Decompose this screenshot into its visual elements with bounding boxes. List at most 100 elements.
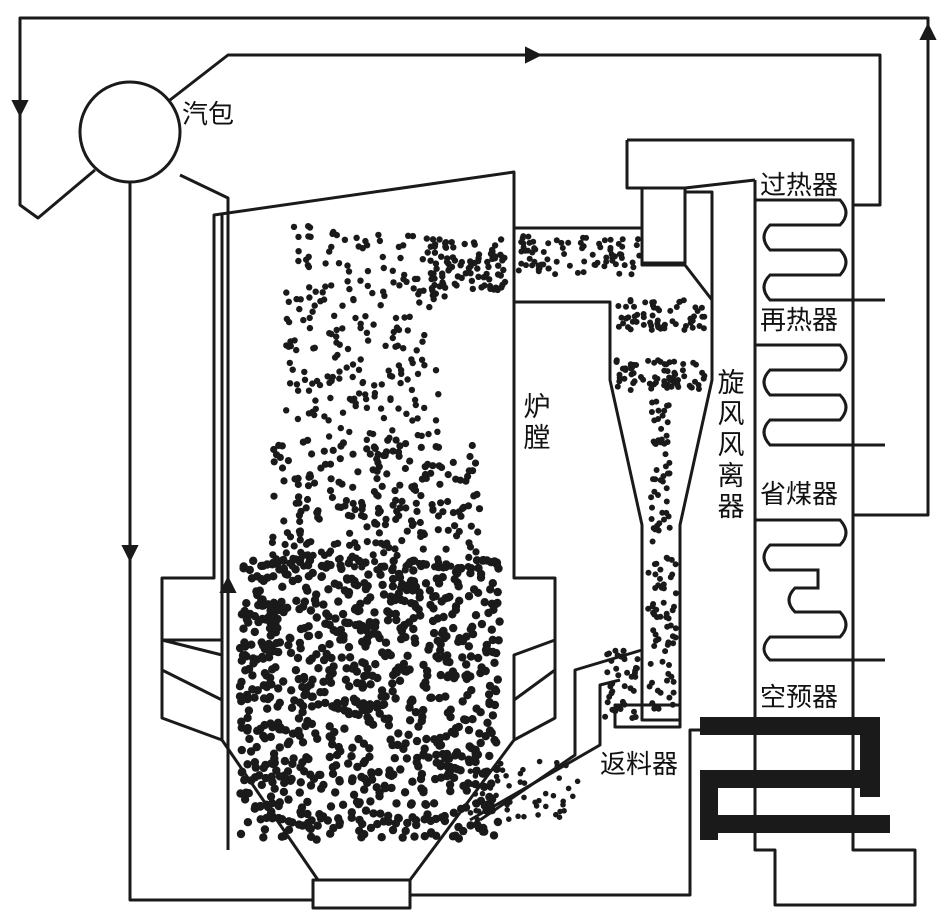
particle xyxy=(619,236,626,243)
particle xyxy=(421,800,431,809)
particle xyxy=(362,635,371,644)
particle xyxy=(485,681,495,691)
particle xyxy=(306,324,314,332)
particle xyxy=(296,517,304,526)
particle xyxy=(666,359,673,366)
particle xyxy=(395,326,403,334)
particle xyxy=(670,678,677,685)
particle xyxy=(277,597,286,607)
particle xyxy=(327,547,335,555)
particle xyxy=(366,430,373,437)
particle xyxy=(665,402,672,409)
particle xyxy=(649,679,655,686)
particle xyxy=(304,436,312,444)
superheater-label: 过热器 xyxy=(760,171,839,201)
particle xyxy=(348,743,357,752)
particle xyxy=(490,658,499,667)
particle xyxy=(432,260,440,267)
particle xyxy=(317,572,327,581)
particle xyxy=(664,439,671,445)
particle xyxy=(465,742,474,751)
particle xyxy=(299,674,309,684)
particle xyxy=(363,436,370,443)
particle xyxy=(244,706,254,715)
particle xyxy=(655,527,662,534)
particle xyxy=(336,554,344,563)
particle xyxy=(313,821,322,830)
particle xyxy=(457,752,466,761)
particle xyxy=(561,251,568,257)
particle xyxy=(341,236,349,243)
particle xyxy=(302,753,311,762)
particle xyxy=(503,773,509,779)
drum-to-superheater-pipe xyxy=(169,53,882,207)
particle xyxy=(348,774,357,783)
particle xyxy=(351,709,360,719)
particle xyxy=(493,792,499,799)
particle xyxy=(664,419,671,426)
particle xyxy=(603,254,610,261)
particle xyxy=(319,780,328,790)
particle xyxy=(400,345,407,352)
particle xyxy=(672,561,679,568)
particle xyxy=(279,564,289,573)
particle xyxy=(331,788,340,797)
particle xyxy=(373,475,381,483)
particle xyxy=(285,298,292,305)
particle xyxy=(342,618,352,628)
particle xyxy=(342,664,351,673)
particle xyxy=(467,262,474,270)
particle xyxy=(655,437,662,444)
particle xyxy=(645,569,652,576)
particle xyxy=(362,391,369,398)
particle xyxy=(283,529,291,537)
particle xyxy=(322,283,329,290)
particle xyxy=(652,585,659,591)
particle xyxy=(333,333,340,340)
particle xyxy=(418,432,425,439)
particle xyxy=(474,528,482,536)
particle xyxy=(392,436,400,444)
particle xyxy=(632,667,639,674)
particle xyxy=(408,386,416,394)
particle xyxy=(376,237,384,245)
particle xyxy=(453,532,461,540)
particle xyxy=(344,262,351,269)
particle xyxy=(325,417,332,424)
particle xyxy=(294,714,304,723)
particle xyxy=(244,618,253,627)
particle xyxy=(659,509,666,516)
particle xyxy=(431,592,440,601)
arrow-up-riser xyxy=(219,575,237,593)
particle xyxy=(518,260,525,267)
particle xyxy=(663,485,670,492)
particle xyxy=(264,653,274,662)
particle xyxy=(344,345,352,353)
particle xyxy=(313,509,321,517)
particle xyxy=(469,285,476,293)
particle xyxy=(405,703,414,712)
particle xyxy=(389,563,397,572)
particle xyxy=(636,252,643,259)
particle xyxy=(474,265,481,272)
particle xyxy=(517,779,524,785)
particle xyxy=(670,640,677,647)
particle xyxy=(377,302,384,309)
particle xyxy=(464,725,474,735)
particle xyxy=(556,775,562,781)
particle xyxy=(604,651,611,658)
particle xyxy=(351,506,359,514)
particle xyxy=(475,808,482,814)
particle xyxy=(565,785,572,792)
particle xyxy=(489,831,499,840)
particle xyxy=(461,715,471,725)
particle xyxy=(242,690,252,700)
particle xyxy=(653,398,660,405)
particle xyxy=(308,450,316,458)
particle xyxy=(493,773,500,780)
particle xyxy=(448,239,455,246)
particle xyxy=(631,303,637,310)
particle xyxy=(314,700,323,709)
particle xyxy=(431,249,439,256)
